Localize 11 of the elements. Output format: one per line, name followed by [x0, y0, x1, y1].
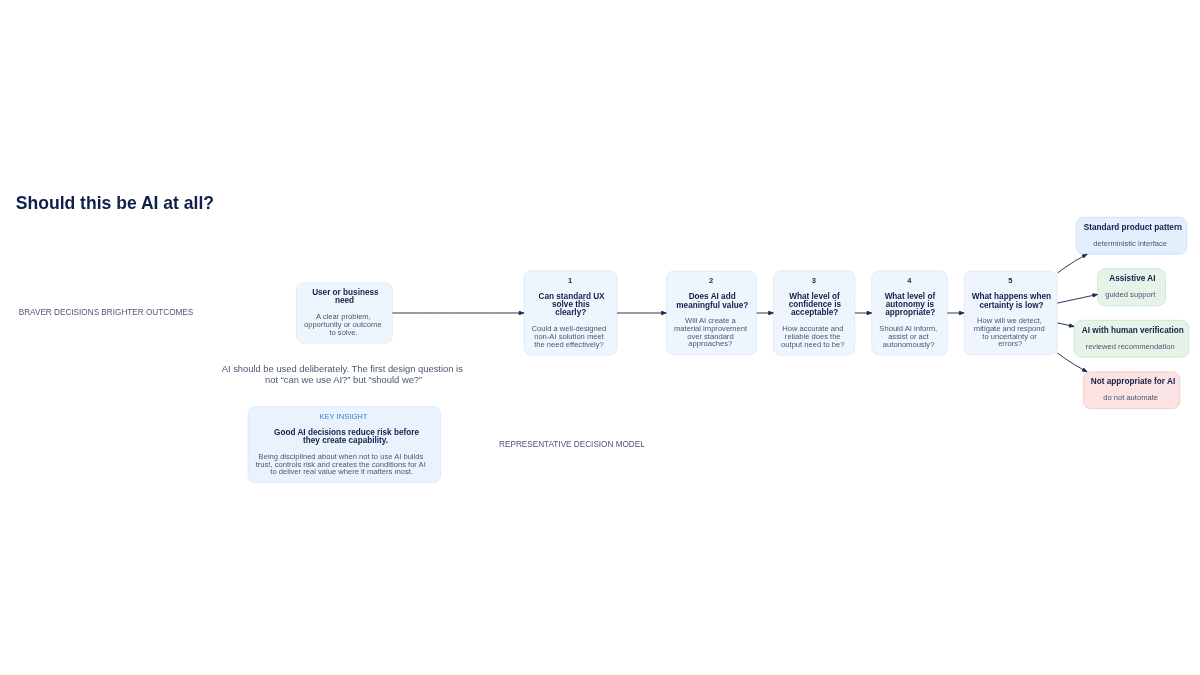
arrow — [854, 310, 873, 315]
arrow — [946, 310, 965, 315]
arrow — [1056, 321, 1075, 328]
arrow — [1056, 253, 1088, 274]
arrow — [1056, 292, 1098, 304]
arrow — [1056, 351, 1088, 372]
arrow — [391, 310, 525, 315]
arrow — [756, 310, 774, 315]
arrow — [616, 310, 667, 315]
label: AI should be used deliberately. The first design question is not “can we use AI?” but “should we?” — [221, 363, 463, 384]
diagram-title: Should this be AI at all? — [15, 192, 215, 213]
